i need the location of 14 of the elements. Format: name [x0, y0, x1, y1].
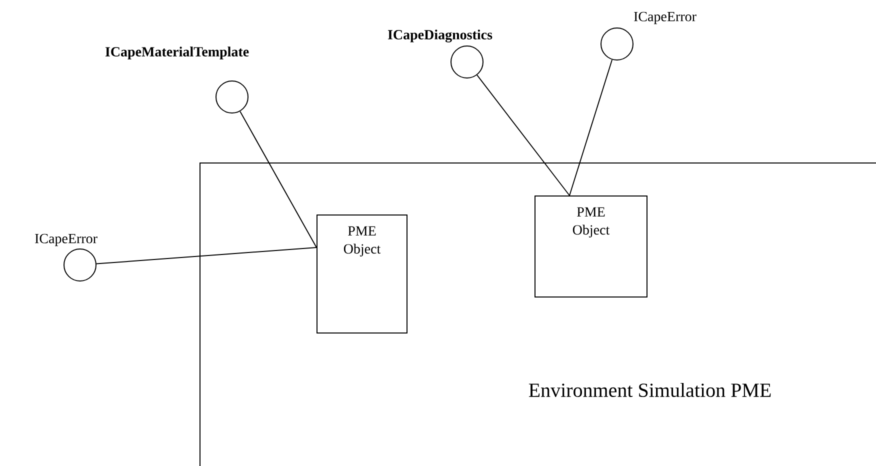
connector-line [240, 110, 317, 248]
object-box: PME Object [316, 214, 408, 334]
node-label: ICapeMaterialTemplate [105, 46, 249, 60]
connector-line [569, 59, 613, 196]
interface-lollipop: ICapeError [600, 12, 696, 60]
connector-line [476, 74, 570, 196]
interface-lollipop: ICapeError [35, 234, 98, 282]
interface-lollipop: ICapeDiagnostics [388, 30, 492, 78]
connector-line [96, 247, 317, 264]
node-label: ICapeError [634, 12, 696, 24]
node-label: ICapeError [35, 234, 98, 246]
object-box: PME Object [534, 196, 648, 298]
interface-lollipop: ICapeMaterialTemplate [105, 46, 249, 114]
node-label: ICapeDiagnostics [388, 30, 492, 42]
